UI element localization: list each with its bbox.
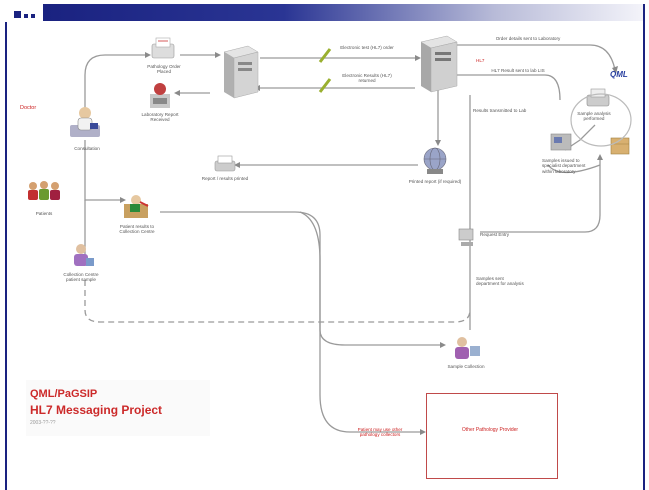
arrowhead (415, 55, 421, 61)
patients-label: Patients (35, 211, 53, 216)
connector (448, 44, 616, 71)
sample-collector-icon (455, 337, 480, 359)
samples-issued-label: Samples issued to specialist department … (542, 158, 586, 174)
lab-cycle-icon (570, 93, 632, 147)
project-title-box (26, 380, 210, 436)
connector (547, 164, 601, 174)
electronic-results-label: Electronic Results (HL7) returned (342, 73, 392, 84)
lab-analyser-icon (550, 133, 572, 151)
arrowhead (215, 52, 221, 58)
project-date: 2003-??-?? (30, 420, 56, 426)
electronic-order-label: Electronic test (HL7) order (340, 45, 394, 50)
server-tower-icon (223, 45, 259, 99)
results-to-lab-label: Results transmitted to Lab (473, 108, 527, 113)
arrowhead (234, 162, 240, 168)
title-bar (43, 4, 645, 21)
connector (455, 74, 561, 101)
sample-collection-label: Sample Collection (447, 364, 485, 369)
connector (480, 160, 601, 233)
doctor-label: Doctor (20, 105, 37, 111)
connector (299, 211, 440, 346)
pen-icon (318, 48, 332, 63)
slide-border-right (643, 4, 645, 490)
lis-server-icon (420, 35, 458, 93)
lab-report-received-icon (150, 83, 170, 108)
project-title-line2: HL7 Messaging Project (30, 403, 163, 417)
title-square (14, 11, 21, 18)
connector (84, 54, 145, 115)
collection-centre-icon (124, 195, 149, 218)
pen-icon (318, 78, 332, 93)
collection-centre-label: Collection Centre patient sample (63, 272, 99, 283)
lab-report-received-label: Laboratory Report Received (141, 112, 179, 123)
arrowhead (120, 197, 126, 203)
hl7-badge: HL7 (476, 58, 485, 63)
arrowhead (440, 342, 446, 348)
other-collector-note: Patient may use other pathology collecto… (357, 427, 403, 438)
samples-department-label: Samples sent department for analysis (476, 276, 524, 287)
title-square (31, 14, 35, 18)
pc-terminal-icon (458, 228, 474, 246)
request-entry-label: Request Entry (480, 232, 510, 237)
other-provider-label: Other Pathology Provider (461, 427, 519, 433)
patient-results-label: Patient results to Collection Centre (119, 224, 155, 235)
printer-icon (214, 155, 236, 172)
qml-logo: QML (610, 70, 628, 79)
connector-dashed (84, 280, 471, 323)
arrowhead (612, 66, 618, 74)
consultation-label: Consultation (74, 146, 100, 151)
title-square (24, 14, 28, 18)
arrowhead (420, 429, 426, 435)
lab-printer-icon (586, 88, 610, 107)
sample-collector-icon (74, 244, 94, 266)
report-printed-label: Report / results printed (201, 176, 249, 181)
arrowhead (145, 52, 151, 58)
pathology-order-icon (151, 37, 175, 59)
arrowhead (597, 154, 603, 160)
project-title-line1: QML/PaGSIP (30, 388, 98, 400)
pathology-order-label: Pathology Order Placed (147, 64, 181, 75)
hl7-result-label: HL7 Result sent to lab LIS (491, 68, 545, 73)
arrowhead (435, 140, 441, 146)
sample-analysis-label: Sample analysis performed (577, 111, 611, 122)
order-details-label: Order details sent to Laboratory (495, 36, 561, 41)
globe-network-icon (423, 147, 447, 174)
patients-icon (28, 181, 60, 200)
slide-border (5, 22, 7, 490)
doctor-icon (70, 107, 100, 137)
arrowhead (174, 90, 180, 96)
other-provider-box (426, 393, 558, 479)
printed-report-label: Printed report (if required) (408, 179, 462, 184)
